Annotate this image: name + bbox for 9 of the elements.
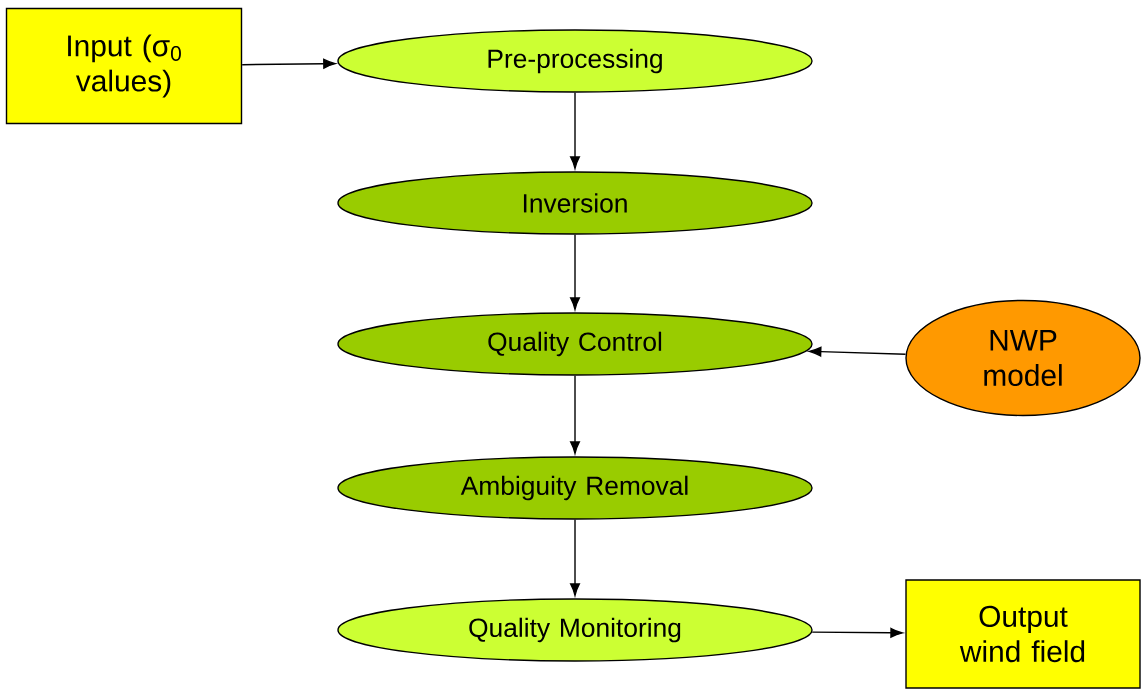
arrow: [811, 627, 904, 638]
arrow: [570, 375, 580, 455]
arrow: [241, 58, 336, 69]
arrow: [570, 519, 580, 597]
process-box: Input (σ$_{0}$ values): [5, 7, 243, 125]
arrow: [570, 233, 580, 311]
arrow: [570, 92, 580, 170]
process-box: Output wind field: [905, 579, 1141, 689]
arrow: [808, 346, 907, 357]
